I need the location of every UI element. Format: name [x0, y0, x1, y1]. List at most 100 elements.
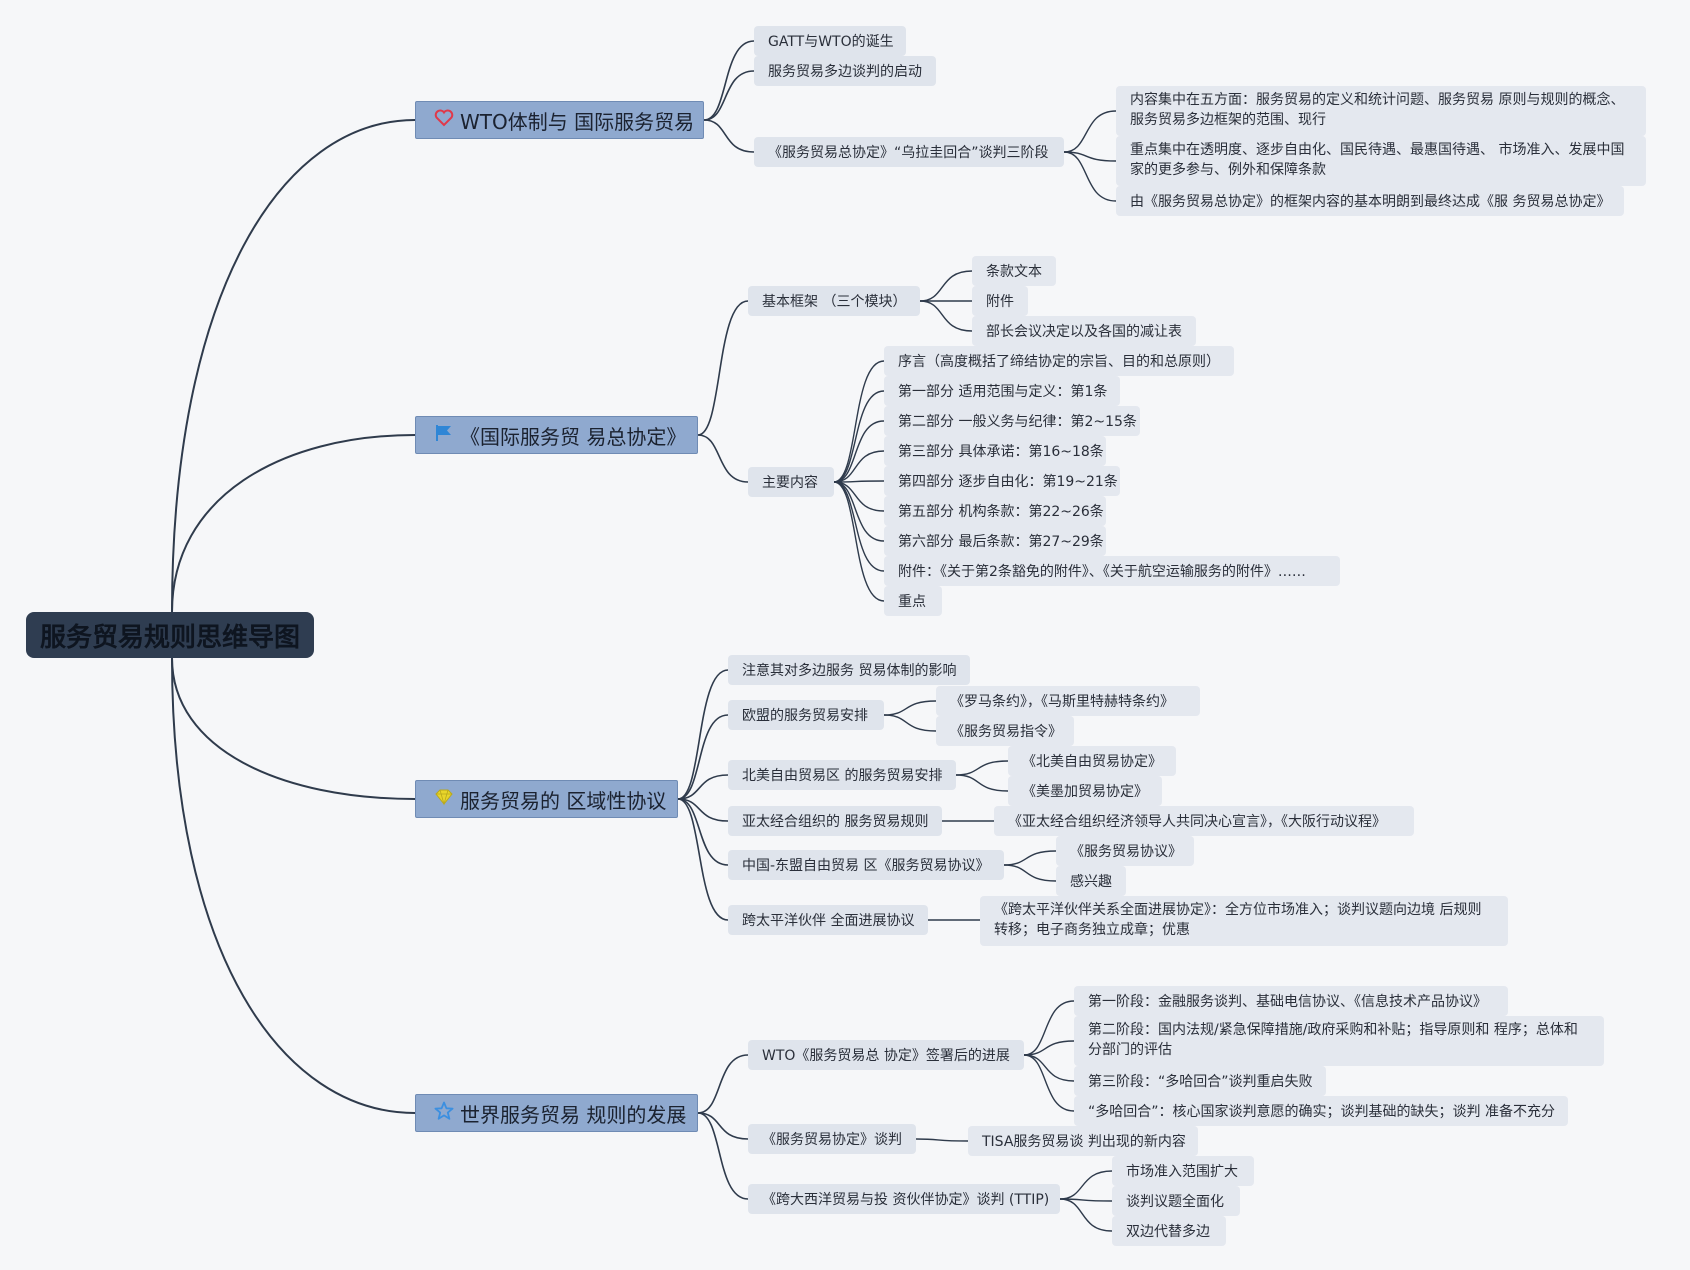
leaf-cptpp-details[interactable]: 《跨太平洋伙伴关系全面进展协定》：全方位市场准入；谈判议题向边境 后规则转移；电…: [980, 896, 1508, 946]
connector-line: [833, 481, 885, 602]
leaf-asean-agreement[interactable]: 《服务贸易协议》: [1056, 836, 1194, 866]
branch-world-rules-development[interactable]: 世界服务贸易 规则的发展: [415, 1094, 698, 1132]
connector-line: [833, 450, 885, 483]
branch-title: WTO体制与 国际服务贸易: [460, 109, 695, 134]
leaf-ttip-topics[interactable]: 谈判议题全面化: [1112, 1186, 1240, 1216]
connector-line: [955, 774, 1009, 792]
leaf-doha-round[interactable]: “多哈回合”：核心国家谈判意愿的确实；谈判基础的缺失；谈判 准备不充分: [1074, 1096, 1568, 1126]
root-connector-line: [171, 434, 416, 613]
leaf-phase-1[interactable]: 第一阶段：金融服务谈判、基础电信协议、《信息技术产品协议》: [1074, 986, 1508, 1016]
connector-line: [833, 360, 885, 483]
leaf-uruguay-stage-1[interactable]: 内容集中在五方面：服务贸易的定义和统计问题、服务贸易 原则与规则的概念、服务贸易…: [1116, 86, 1646, 136]
leaf-content-part-4[interactable]: 第四部分 逐步自由化：第19~21条: [884, 466, 1120, 496]
connector-line: [915, 1138, 969, 1142]
connector-line: [1023, 1040, 1075, 1056]
topic-main-content[interactable]: 主要内容: [748, 467, 834, 497]
connector-line: [1023, 1000, 1075, 1056]
connector-line: [1063, 151, 1117, 162]
topic-cptpp[interactable]: 跨太平洋伙伴 全面进展协议: [728, 905, 928, 935]
connector-line: [1023, 1054, 1075, 1112]
leaf-asean-interest[interactable]: 感兴趣: [1056, 866, 1126, 896]
branch-title: 世界服务贸易 规则的发展: [460, 1102, 687, 1127]
star-icon: [432, 1101, 456, 1126]
topic-ttip-negotiation[interactable]: 《跨大西洋贸易与投 资伙伴协定》谈判 (TTIP): [748, 1184, 1060, 1214]
topic-china-asean[interactable]: 中国-东盟自由贸易 区《服务贸易协议》: [728, 850, 1004, 880]
leaf-uruguay-stage-2[interactable]: 重点集中在透明度、逐步自由化、国民待遇、最惠国待遇、 市场准入、发展中国家的更多…: [1116, 136, 1646, 186]
leaf-framework-text[interactable]: 条款文本: [972, 256, 1056, 286]
connector-line: [833, 390, 885, 483]
connector-line: [677, 669, 729, 800]
connector-line: [703, 70, 755, 121]
leaf-eu-treaties[interactable]: 《罗马条约》，《马斯里特赫特条约》: [936, 686, 1200, 716]
topic-eu-arrangement[interactable]: 欧盟的服务贸易安排: [728, 700, 884, 730]
leaf-eu-directive[interactable]: 《服务贸易指令》: [936, 716, 1074, 746]
leaf-content-preamble[interactable]: 序言（高度概括了缔结协定的宗旨、目的和总原则）: [884, 346, 1234, 376]
connector-line: [1003, 850, 1057, 866]
topic-multilateral-impact[interactable]: 注意其对多边服务 贸易体制的影响: [728, 655, 970, 685]
connector-line: [1063, 110, 1117, 153]
connector-line: [697, 434, 749, 483]
leaf-content-part-1[interactable]: 第一部分 适用范围与定义：第1条: [884, 376, 1120, 406]
leaf-uruguay-stage-3[interactable]: 由《服务贸易总协定》的框架内容的基本明朗到最终达成《服 务贸易总协定》: [1116, 186, 1624, 216]
leaf-content-part-6[interactable]: 第六部分 最后条款：第27~29条: [884, 526, 1106, 556]
connector-line: [1059, 1198, 1113, 1232]
connector-line: [833, 481, 885, 512]
connector-line: [703, 40, 755, 121]
connector-line: [677, 798, 729, 866]
heart-icon: [432, 108, 456, 132]
connector-line: [1003, 864, 1057, 882]
leaf-framework-schedules[interactable]: 部长会议决定以及各国的减让表: [972, 316, 1196, 346]
connector-line: [1059, 1198, 1113, 1202]
leaf-content-part-5[interactable]: 第五部分 机构条款：第22~26条: [884, 496, 1106, 526]
root-topic[interactable]: 服务贸易规则思维导图: [26, 612, 314, 658]
leaf-usmca[interactable]: 《美墨加贸易协定》: [1008, 776, 1162, 806]
connector-line: [833, 481, 885, 542]
root-connector-line: [171, 657, 416, 1114]
branch-wto-system[interactable]: WTO体制与 国际服务贸易: [415, 101, 704, 139]
root-connector-line: [171, 657, 416, 800]
leaf-ttip-bilateral[interactable]: 双边代替多边: [1112, 1216, 1226, 1246]
connector-line: [677, 798, 729, 921]
leaf-apec-declaration[interactable]: 《亚太经合组织经济领导人共同决心宣言》，《大阪行动议程》: [994, 806, 1414, 836]
connector-line: [697, 1112, 749, 1140]
connector-line: [697, 1054, 749, 1114]
branch-gats[interactable]: 《国际服务贸 易总协定》: [415, 416, 698, 454]
leaf-content-keypoints[interactable]: 重点: [884, 586, 942, 616]
leaf-content-annexes[interactable]: 附件：《关于第2条豁免的附件》、《关于航空运输服务的附件》……: [884, 556, 1340, 586]
connector-line: [703, 119, 755, 153]
topic-post-gats-progress[interactable]: WTO《服务贸易总 协定》签署后的进展: [748, 1040, 1024, 1070]
topic-gatt-wto-birth[interactable]: GATT与WTO的诞生: [754, 26, 906, 56]
connector-line: [1059, 1170, 1113, 1200]
leaf-content-part-2[interactable]: 第二部分 一般义务与纪律：第2~15条: [884, 406, 1140, 436]
connector-line: [677, 714, 729, 800]
connector-line: [919, 270, 973, 302]
topic-apec-rules[interactable]: 亚太经合组织的 服务贸易规则: [728, 806, 942, 836]
connector-line: [833, 480, 885, 483]
connector-line: [955, 760, 1009, 776]
connector-line: [1063, 151, 1117, 202]
topic-nafta-arrangement[interactable]: 北美自由贸易区 的服务贸易安排: [728, 760, 956, 790]
connector-line: [833, 481, 885, 572]
topic-basic-framework[interactable]: 基本框架 （三个模块）: [748, 286, 920, 316]
leaf-ttip-market-access[interactable]: 市场准入范围扩大: [1112, 1156, 1254, 1186]
connector-line: [883, 714, 937, 732]
connector-line: [883, 700, 937, 716]
connector-line: [697, 1112, 749, 1200]
topic-uruguay-round[interactable]: 《服务贸易总协定》“乌拉圭回合”谈判三阶段: [754, 137, 1064, 167]
connector-line: [697, 300, 749, 436]
diamond-icon: [432, 787, 456, 811]
topic-tisa-negotiation[interactable]: 《服务贸易协定》谈判: [748, 1124, 916, 1154]
flag-icon: [432, 423, 456, 448]
connector-line: [833, 420, 885, 483]
connector-line: [1023, 1054, 1075, 1082]
leaf-phase-2[interactable]: 第二阶段：国内法规/紧急保障措施/政府采购和补贴；指导原则和 程序；总体和分部门…: [1074, 1016, 1604, 1066]
leaf-framework-annex[interactable]: 附件: [972, 286, 1028, 316]
branch-regional-agreements[interactable]: 服务贸易的 区域性协议: [415, 780, 678, 818]
leaf-tisa-new-content[interactable]: TISA服务贸易谈 判出现的新内容: [968, 1126, 1198, 1156]
leaf-nafta[interactable]: 《北美自由贸易协定》: [1008, 746, 1176, 776]
leaf-phase-3[interactable]: 第三阶段：“多哈回合”谈判重启失败: [1074, 1066, 1326, 1096]
connector-line: [677, 798, 729, 822]
leaf-content-part-3[interactable]: 第三部分 具体承诺：第16~18条: [884, 436, 1106, 466]
topic-multilateral-launch[interactable]: 服务贸易多边谈判的启动: [754, 56, 936, 86]
